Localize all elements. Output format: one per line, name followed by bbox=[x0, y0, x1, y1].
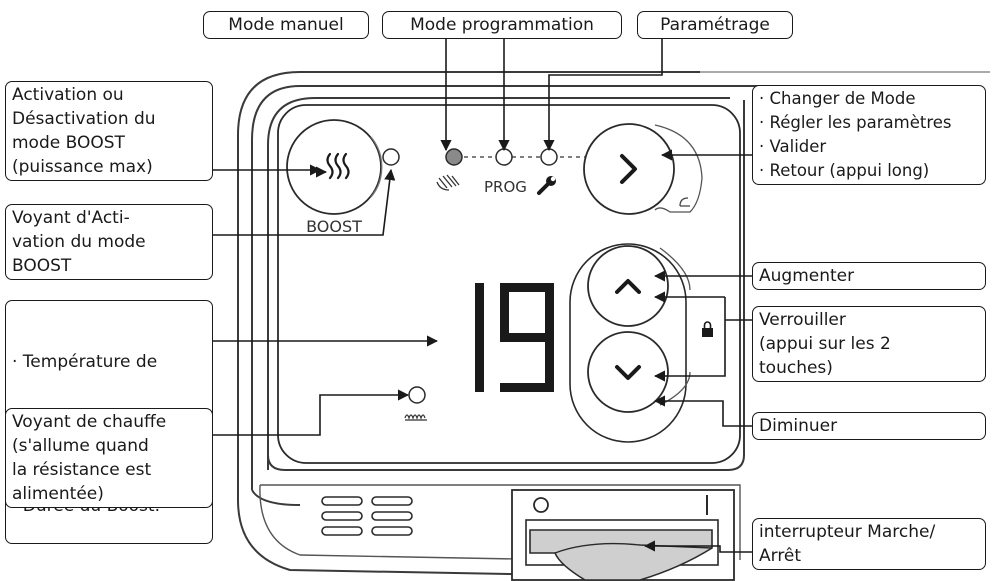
display-segment-c bbox=[475, 333, 484, 392]
temperature-display bbox=[475, 283, 554, 392]
ventilation-slots bbox=[321, 496, 413, 536]
lock-icon bbox=[702, 321, 713, 337]
settings-label: Paramétrage bbox=[637, 11, 793, 39]
heating-indicator-light bbox=[408, 386, 426, 404]
display-segment-a bbox=[500, 283, 554, 292]
chevron-down-icon bbox=[615, 365, 641, 380]
display-segment-g bbox=[500, 333, 554, 342]
boost-activation-label: Activation ou Désactivation du mode BOOS… bbox=[5, 81, 213, 181]
display-segment-b bbox=[545, 283, 554, 342]
decrease-label: Diminuer bbox=[752, 412, 986, 440]
arrow-buttons-frame bbox=[569, 243, 687, 443]
hand-icon bbox=[436, 174, 460, 191]
manual-mode-indicator bbox=[445, 148, 463, 166]
power-switch-label: interrupteur Marche/ Arrêt bbox=[752, 518, 986, 570]
manual-mode-label: Mode manuel bbox=[203, 11, 369, 39]
power-switch[interactable] bbox=[511, 489, 735, 581]
lower-section bbox=[259, 484, 741, 561]
lock-label: Verrouiller (appui sur les 2 touches) bbox=[752, 306, 986, 382]
display-segment-f bbox=[500, 283, 509, 342]
increase-label: Augmenter bbox=[752, 262, 986, 290]
boost-light-label: Voyant d'Acti- vation du mode BOOST bbox=[5, 204, 213, 280]
boost-text: BOOST bbox=[306, 217, 362, 236]
next-button-label: · Changer de Mode · Régler les paramètre… bbox=[752, 85, 986, 185]
heat-waves-icon bbox=[326, 152, 350, 180]
heating-coil-icon bbox=[404, 414, 427, 421]
display-segment-c bbox=[545, 333, 554, 392]
chevron-right-icon bbox=[620, 154, 637, 184]
heating-light-label: Voyant de chauffe (s'allume quand la rés… bbox=[5, 408, 213, 508]
display-segment-b bbox=[475, 283, 484, 342]
prog-text: PROG bbox=[484, 178, 527, 196]
prog-mode-indicator bbox=[495, 148, 513, 166]
prog-mode-label: Mode programmation bbox=[382, 11, 622, 39]
back-arrow-icon bbox=[679, 197, 690, 207]
display-segment-d bbox=[500, 383, 554, 392]
mode-indicators bbox=[445, 148, 590, 166]
front-panel bbox=[277, 104, 741, 464]
switch-off-symbol bbox=[533, 497, 549, 513]
settings-mode-indicator bbox=[540, 148, 558, 166]
boost-button[interactable] bbox=[286, 119, 383, 215]
decrease-button[interactable] bbox=[587, 331, 691, 413]
increase-button[interactable] bbox=[587, 245, 691, 327]
device-housing bbox=[237, 71, 990, 576]
chevron-up-icon bbox=[615, 279, 641, 294]
callout-lines bbox=[212, 35, 752, 553]
next-button[interactable] bbox=[583, 123, 703, 215]
wrench-icon bbox=[537, 176, 556, 195]
boost-indicator-light bbox=[382, 148, 400, 166]
